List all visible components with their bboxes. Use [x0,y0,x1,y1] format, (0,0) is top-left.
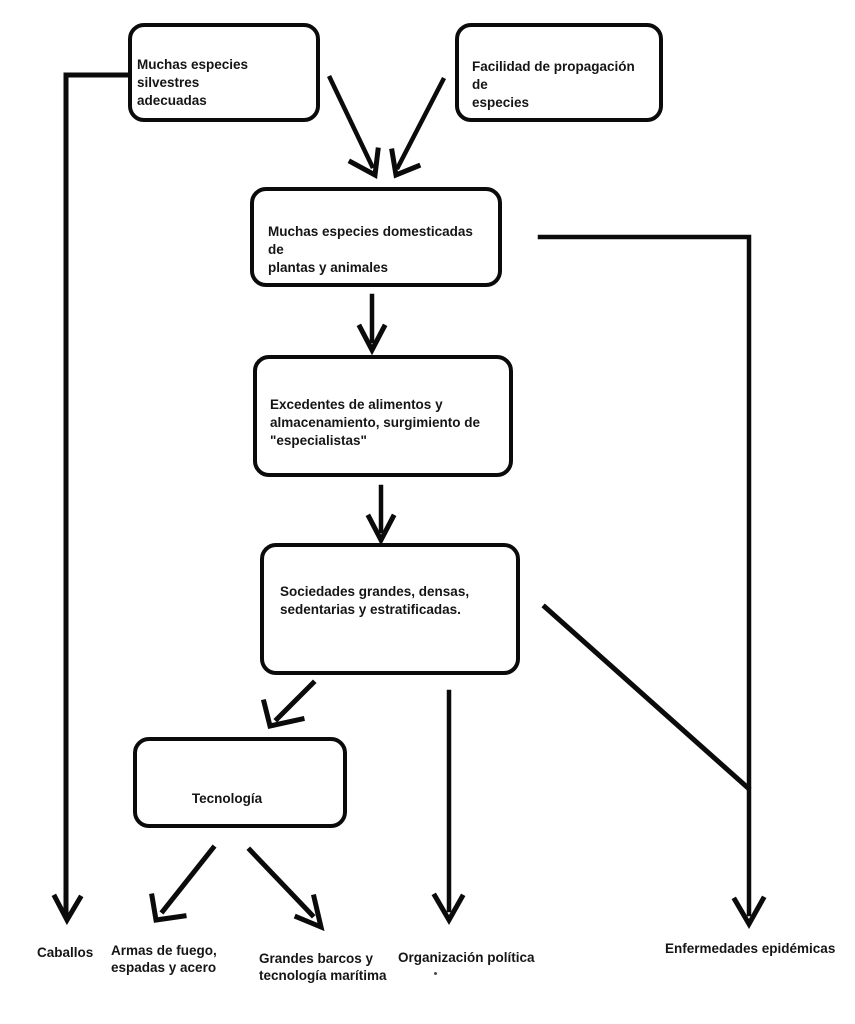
node-label: Facilidad de propagación de especies [472,59,635,110]
arrowhead-caballos-icon [51,893,84,926]
arrow-propagacion-to-domesticadas [394,76,447,171]
arrow-sociedades-to-tecnologia [273,679,317,723]
arrowhead-tecnologia-icon [260,698,305,729]
node-sociedades-grandes: Sociedades grandes, densas, sedentarias … [260,543,520,675]
arrow-silvestres-to-domesticadas [327,75,375,169]
arrowhead-barcos-icon [293,893,325,932]
scan-speck [434,972,437,975]
node-excedentes-alimentos: Excedentes de alimentos y almacenamiento… [253,355,513,477]
arrowhead-excedentes-icon [356,323,388,356]
arrowhead-enfermedades-icon [731,895,767,930]
node-tecnologia: Tecnología [133,737,347,828]
connector-domesticadas-to-enfermedades [537,234,752,917]
leaf-label-organizacion: Organización política [398,950,535,965]
node-label: Excedentes de alimentos y almacenamiento… [270,397,481,448]
arrowhead-sociedades-icon [365,513,397,546]
arrowhead-organizacion-icon [431,892,466,926]
arrow-tecnologia-to-armas [159,844,217,915]
connector-sociedades-to-enfermedades [541,603,752,792]
node-label: Muchas especies silvestres adecuadas [137,57,249,108]
node-muchas-especies-silvestres: Muchas especies silvestres adecuadas [128,23,320,122]
arrow-tecnologia-to-barcos [246,846,316,919]
leaf-label-enfermedades: Enfermedades epidémicas [665,941,836,956]
connector-silvestres-to-caballos [63,72,131,917]
arrowhead-armas-icon [149,893,187,923]
node-label: Muchas especies domesticadas de plantas … [268,224,473,275]
leaf-label-armas: Armas de fuego, espadas y acero [111,943,217,975]
arrowhead-domesticadas-left-icon [347,147,381,179]
node-label: Tecnología [191,791,263,806]
node-label: Sociedades grandes, densas, sedentarias … [280,584,470,617]
arrowhead-domesticadas-right-icon [389,148,422,179]
node-especies-domesticadas: Muchas especies domesticadas de plantas … [250,187,502,287]
leaf-label-caballos: Caballos [37,945,94,960]
leaf-label-barcos: Grandes barcos y tecnología marítima [259,951,387,983]
node-facilidad-propagacion: Facilidad de propagación de especies [455,23,663,122]
